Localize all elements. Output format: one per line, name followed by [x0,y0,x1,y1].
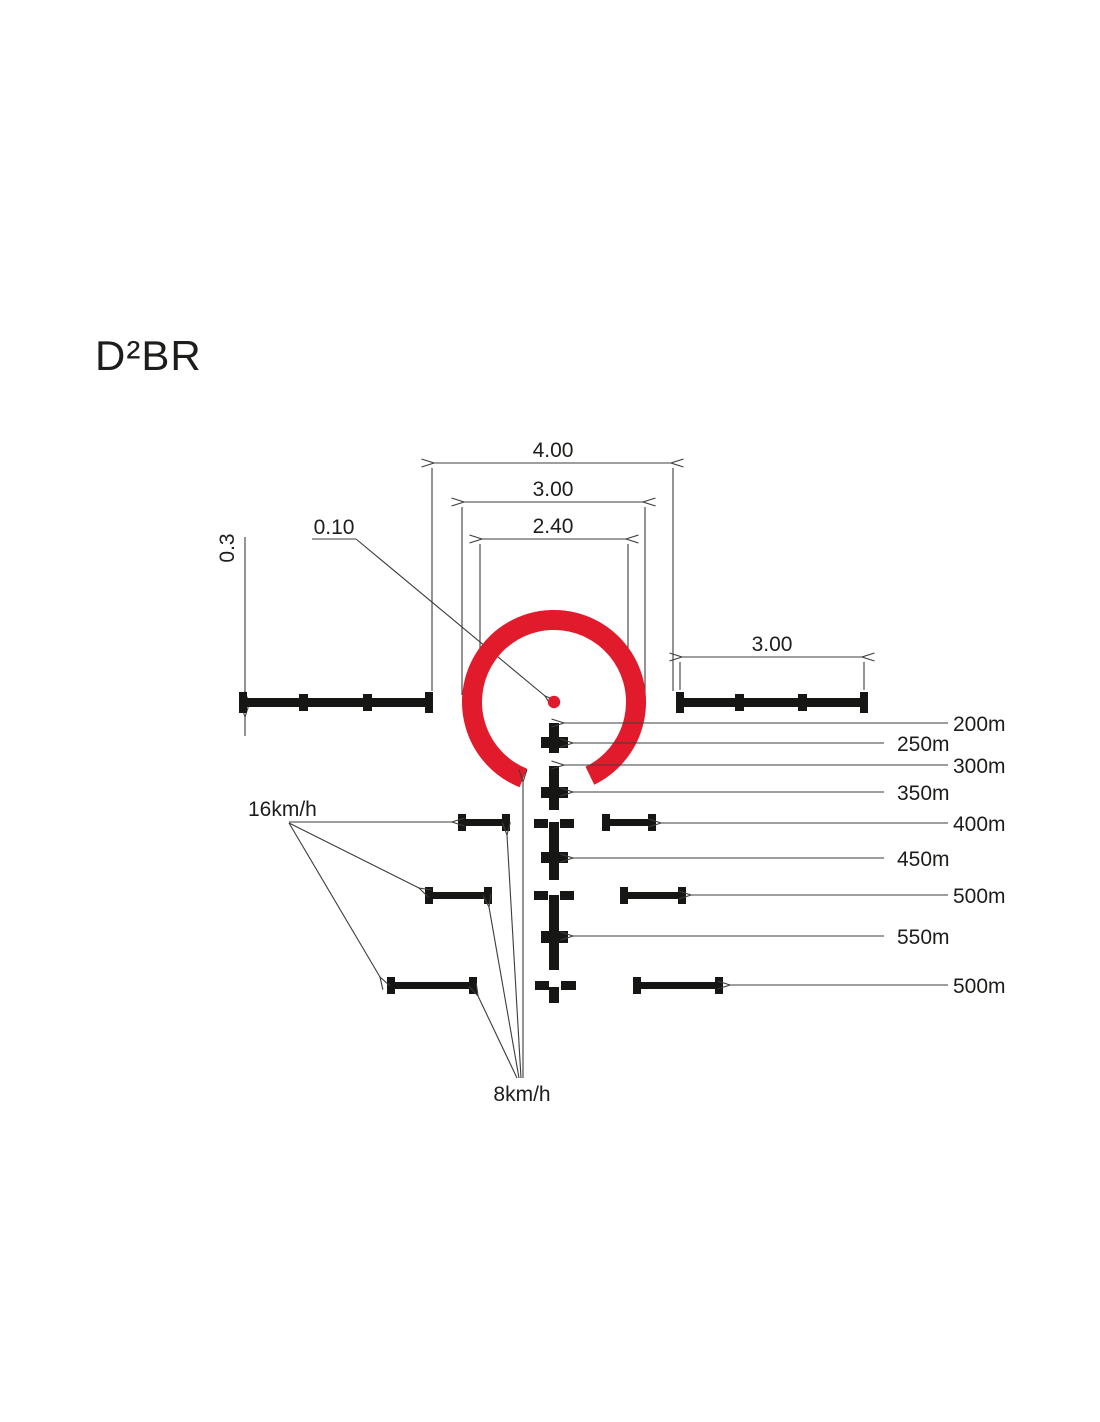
range-label-350m: 350m [897,782,950,805]
wind-bar-left-500 [425,887,492,904]
leader-8kmh-400 [507,835,522,1079]
wind-bar-right-400 [602,814,656,831]
wind-leader-lines [288,782,523,1079]
range-leader-lines [564,723,948,985]
range-label-400m: 400m [953,813,1006,836]
leader-16kmh-500 [288,822,419,888]
range-label-500m: 500m [953,885,1006,908]
holdover-post-550 [541,895,568,970]
reticle-name-title: D²BR [95,332,202,379]
holdover-dashes-bottom-500 [535,981,576,1003]
wind-bar-left-400 [458,814,510,831]
holdover-dashes-400 [534,819,574,828]
range-label-bottom-500m: 500m [953,975,1006,998]
leader-8kmh-500 [489,907,520,1079]
dimension-lines [245,463,864,736]
dim-label-3_00-top: 3.00 [533,478,574,501]
reticle-marks [239,692,868,1003]
right-horizontal-bar [676,692,868,713]
dim-label-2_40: 2.40 [533,515,574,538]
range-label-300m: 300m [953,755,1006,778]
wind-label-8kmh: 8km/h [493,1083,550,1106]
dim-label-4_00: 4.00 [533,439,574,462]
range-label-250m: 250m [897,733,950,756]
holdover-dashes-500 [534,891,574,900]
holdover-post-450 [541,822,568,880]
center-aiming-dot [547,695,561,709]
dim-label-3_00-right: 3.00 [752,633,793,656]
leader-0_10-arrow [355,538,545,696]
wind-bar-right-600 [633,977,723,994]
dim-label-0_10: 0.10 [314,516,355,539]
leader-16kmh-600 [288,822,380,977]
holdover-post-300-350 [541,766,568,810]
wind-label-16kmh: 16km/h [248,798,317,821]
range-labels: 200m 250m 300m 350m 400m 450m 500m 550m … [897,713,1006,998]
left-horizontal-bar [239,692,433,713]
range-label-450m: 450m [897,848,950,871]
illuminated-ring-arc [462,610,646,788]
wind-bar-left-600 [387,977,477,994]
dim-label-0_3: 0.3 [216,533,239,562]
red-dot-ring [462,610,646,788]
range-label-550m: 550m [897,926,950,949]
holdover-post-200-250 [541,723,568,753]
range-label-200m: 200m [953,713,1006,736]
leader-8kmh-600 [478,996,518,1079]
wind-bar-right-500 [620,887,686,904]
